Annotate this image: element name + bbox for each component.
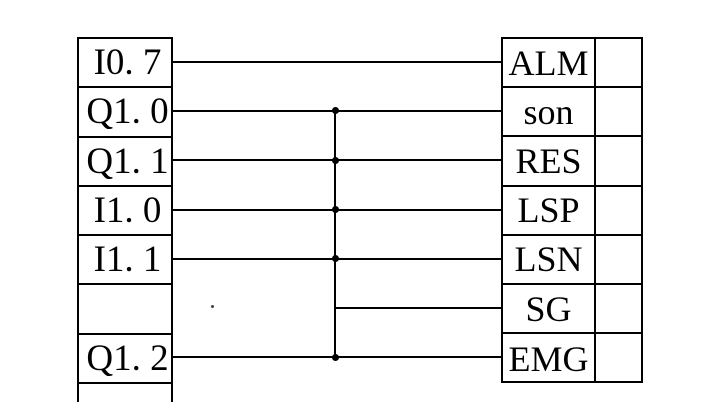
junction-dot — [331, 107, 339, 115]
terminal-name-label: RES — [515, 140, 582, 181]
right-terminal-row: SG — [503, 284, 641, 335]
junction-dot — [331, 156, 339, 164]
junction-dot — [331, 353, 339, 361]
right-terminal-row: EMG — [503, 334, 641, 384]
left-signal-label: Q1. 1 — [86, 140, 169, 182]
terminal-blank-cell — [596, 137, 641, 184]
left-signal-row: I1. 0 — [79, 187, 171, 237]
terminal-blank-cell — [596, 187, 641, 234]
terminal-blank-cell — [596, 88, 641, 135]
terminal-name-label: SG — [525, 288, 572, 329]
terminal-name-label: LSN — [514, 239, 583, 280]
right-terminal-row: LSP — [503, 186, 641, 236]
terminal-name-label: son — [523, 91, 574, 132]
left-signal-row: Q1. 0 — [79, 88, 171, 138]
terminal-name-label: ALM — [508, 42, 589, 83]
right-terminal-row: son — [503, 88, 641, 138]
left-signal-row: I0. 7 — [79, 39, 171, 89]
terminal-blank-cell — [596, 236, 641, 283]
stray-mark — [211, 305, 214, 308]
terminal-blank-cell — [596, 285, 641, 332]
left-signal-label: Q1. 2 — [86, 337, 169, 379]
terminal-name-cell: RES — [503, 137, 596, 185]
left-signal-row — [79, 384, 171, 402]
left-signal-row: I1. 1 — [79, 236, 171, 286]
left-signal-table: I0. 7 Q1. 0 Q1. 1 I1. 0 I1. 1 Q1. 2 — [77, 37, 173, 402]
terminal-name-cell: ALM — [503, 39, 596, 87]
left-signal-label: I1. 0 — [93, 190, 162, 232]
left-signal-row: Q1. 2 — [79, 335, 171, 385]
terminal-name-cell: EMG — [503, 334, 596, 384]
wire-sg — [335, 307, 501, 310]
bus-line — [334, 109, 336, 359]
right-terminal-row: LSN — [503, 235, 641, 285]
left-signal-label: I0. 7 — [93, 42, 162, 84]
left-signal-row: Q1. 1 — [79, 138, 171, 187]
terminal-name-cell: LSN — [503, 235, 596, 283]
left-signal-label: Q1. 0 — [86, 91, 169, 133]
junction-dot — [331, 255, 339, 263]
right-terminal-row: RES — [503, 137, 641, 187]
terminal-blank-cell — [596, 39, 641, 86]
terminal-name-cell: LSP — [503, 186, 596, 234]
terminal-name-cell: son — [503, 88, 596, 136]
junction-dot — [331, 206, 339, 214]
terminal-name-cell: SG — [503, 284, 596, 333]
left-signal-row — [79, 285, 171, 335]
terminal-blank-cell — [596, 334, 641, 383]
terminal-name-label: LSP — [517, 190, 580, 231]
wire-alm — [173, 60, 501, 63]
left-signal-label: I1. 1 — [93, 239, 162, 281]
right-terminal-row: ALM — [503, 39, 641, 89]
terminal-name-label: EMG — [508, 338, 589, 379]
